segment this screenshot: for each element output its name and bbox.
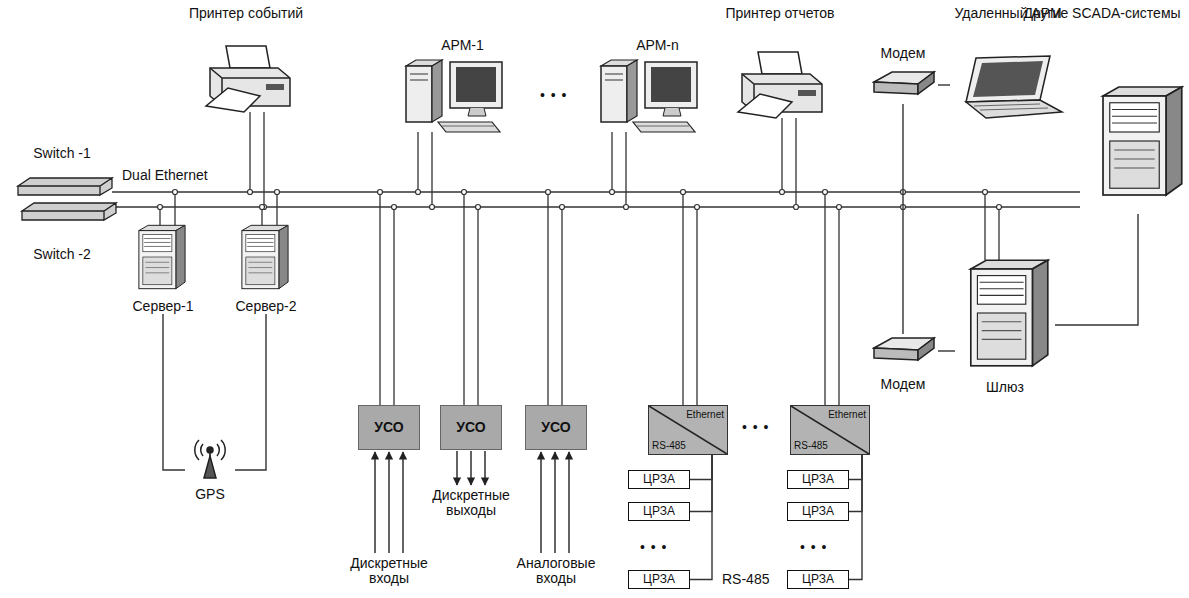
node-label: ЦРЗА <box>643 473 675 486</box>
node-label: Модем <box>881 377 926 392</box>
connector-line <box>902 104 903 334</box>
node-label: АРМ-n <box>636 38 679 53</box>
node-label: Другие SCADA-системы <box>1023 6 1180 21</box>
ellipsis: • • • <box>640 540 667 555</box>
node-label: Принтер отчетов <box>725 6 834 21</box>
port-label: Ethernet <box>828 409 866 420</box>
workstation: АРМ-n <box>595 38 720 138</box>
printer: Принтер событий <box>185 6 308 118</box>
workstation: АРМ-1 <box>400 38 525 138</box>
relay-protection: ЦРЗА <box>787 502 849 521</box>
node-label: УСО <box>374 420 403 435</box>
switch: Switch -1 <box>8 146 116 196</box>
node-label: ЦРЗА <box>802 505 834 518</box>
io-module: УСО <box>358 405 420 450</box>
node-label: ЦРЗА <box>802 573 834 586</box>
connector-line <box>163 314 185 470</box>
relay-protection: ЦРЗА <box>628 502 690 521</box>
connector-line <box>235 314 266 470</box>
node-label: GPS <box>195 487 225 502</box>
ellipsis: • • • <box>800 540 827 555</box>
switch: Switch -2 <box>8 200 116 262</box>
node-label: ЦРЗА <box>643 505 675 518</box>
node-label: Шлюз <box>986 380 1024 395</box>
connector-line <box>690 455 712 512</box>
gateway: Шлюз <box>955 255 1055 395</box>
connector-line <box>938 84 950 85</box>
relay-protection: ЦРЗА <box>628 570 690 589</box>
port-label: Ethernet <box>686 409 724 420</box>
signal-label: Дискретные входы <box>339 556 439 586</box>
bus-label: Dual Ethernet <box>122 168 208 183</box>
connector-line <box>690 455 712 580</box>
server: Сервер-2 <box>218 222 314 314</box>
io-module: УСО <box>525 405 587 450</box>
scada-system: Другие SCADA-системы <box>1019 6 1185 214</box>
connector-line <box>849 455 862 480</box>
connector-line <box>938 350 955 351</box>
relay-protection: ЦРЗА <box>787 470 849 489</box>
node-label: ЦРЗА <box>802 473 834 486</box>
bus-label: RS-485 <box>722 572 769 587</box>
remote-workstation: Удаленный АРМ <box>950 6 1066 124</box>
connector-line <box>849 455 862 580</box>
node-label: Принтер событий <box>189 6 303 21</box>
node-label: УСО <box>456 420 485 435</box>
gps-antenna: GPS <box>185 438 235 502</box>
connector-line <box>690 455 712 480</box>
server: Сервер-1 <box>115 222 211 314</box>
node-label: Модем <box>881 46 926 61</box>
node-label: Сервер-2 <box>236 299 297 314</box>
port-label: RS-485 <box>794 440 828 451</box>
relay-protection: ЦРЗА <box>787 570 849 589</box>
modem: Модем <box>868 46 938 104</box>
ellipsis: • • • <box>742 420 769 435</box>
node-label: Switch -2 <box>33 247 91 262</box>
signal-label: Дискретные выходы <box>421 488 521 518</box>
connector-line <box>849 455 862 512</box>
io-module: УСО <box>440 405 502 450</box>
converter: EthernetRS-485 <box>790 405 870 455</box>
node-label: Switch -1 <box>33 146 91 161</box>
relay-protection: ЦРЗА <box>628 470 690 489</box>
node-label: Сервер-1 <box>133 299 194 314</box>
port-label: RS-485 <box>652 440 686 451</box>
modem: Модем <box>868 334 938 392</box>
ellipsis: • • • <box>540 88 567 103</box>
printer: Принтер отчетов <box>721 6 839 134</box>
node-label: УСО <box>541 420 570 435</box>
node-label: АРМ-1 <box>441 38 484 53</box>
converter: EthernetRS-485 <box>648 405 728 455</box>
signal-label: Аналоговые входы <box>506 556 606 586</box>
node-label: ЦРЗА <box>643 573 675 586</box>
connector-line <box>1055 214 1138 325</box>
